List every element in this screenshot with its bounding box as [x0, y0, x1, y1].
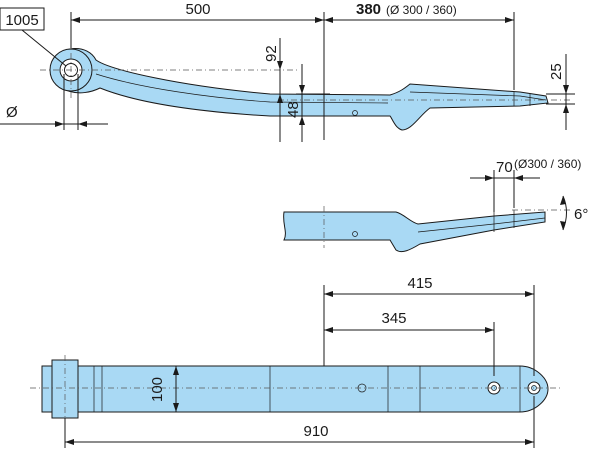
- dim-angle-label: 6°: [574, 206, 588, 223]
- dim-70-dia: (Ø300 / 360): [514, 157, 581, 171]
- dim-eye-symbol: Ø: [6, 104, 18, 121]
- dim-eye-diameter: Ø: [0, 74, 108, 130]
- dim-48-label: 48: [285, 101, 302, 118]
- part-number-callout: 1005: [0, 7, 67, 67]
- spring-body-side: [51, 48, 549, 131]
- dim-92: 92: [263, 38, 283, 142]
- part-number-label: 1005: [5, 12, 38, 29]
- dim-100-label: 100: [149, 377, 166, 402]
- dim-380-label: 380: [356, 1, 381, 18]
- dim-angle: 6°: [560, 195, 588, 231]
- dim-25-label: 25: [548, 63, 565, 80]
- dim-70: 70 (Ø300 / 360): [470, 157, 581, 212]
- dim-500-label: 500: [185, 1, 210, 18]
- dim-92-label: 92: [263, 45, 280, 62]
- dim-48: 48: [285, 64, 330, 142]
- dim-910-label: 910: [303, 423, 328, 440]
- side-view: [40, 40, 570, 131]
- dim-345: 345: [324, 310, 495, 376]
- dim-415-label: 415: [407, 275, 432, 292]
- dim-380-dia: (Ø 300 / 360): [386, 3, 457, 17]
- spring-body-plan: [41, 365, 549, 413]
- dim-380: 380 (Ø 300 / 360): [324, 1, 515, 90]
- dim-500: 500: [70, 1, 325, 140]
- dim-415: 415: [323, 275, 535, 376]
- dim-345-label: 345: [381, 310, 406, 327]
- dim-100: 100: [149, 366, 179, 412]
- plan-view: [30, 355, 560, 425]
- dim-910: 910: [64, 396, 535, 448]
- dim-25: 25: [546, 54, 575, 130]
- spring-body-detail: [283, 211, 546, 253]
- detail-view: [283, 206, 572, 253]
- dim-70-label: 70: [496, 159, 513, 176]
